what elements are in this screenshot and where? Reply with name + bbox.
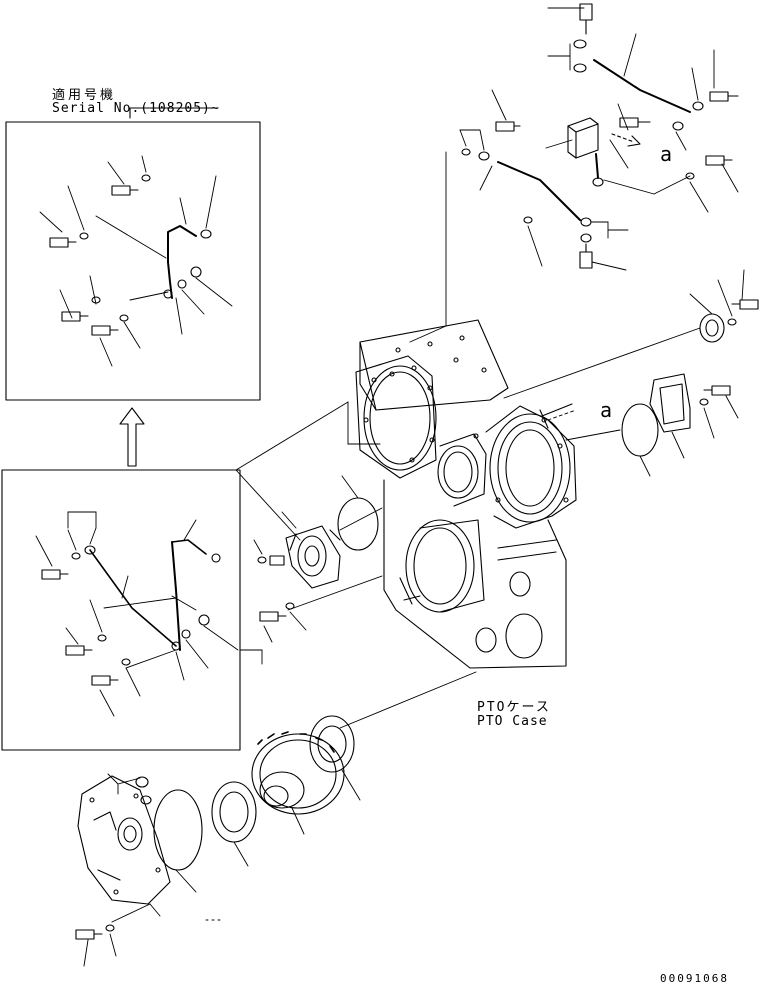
drawing-number: 00091068 — [660, 972, 729, 985]
reference-mark-a-right: a — [600, 398, 614, 422]
pto-case — [356, 320, 576, 668]
reference-mark-a-upper: a — [660, 142, 674, 166]
right-side-parts — [504, 270, 758, 476]
case-bolt-holes — [364, 336, 568, 502]
inset1-bolts — [50, 175, 211, 335]
up-arrow — [120, 408, 144, 466]
serial-label-en: Serial No.(108205)~ — [52, 101, 220, 116]
inset-box-serial — [6, 108, 260, 400]
bottom-parts — [76, 672, 476, 966]
inset-box-lower — [2, 470, 262, 750]
serial-label-jp: 適用号機 — [52, 88, 117, 103]
pto-case-label-en: PTO Case — [477, 714, 548, 729]
gear — [252, 732, 344, 814]
pto-case-label-jp: PTOケース — [477, 700, 551, 715]
upper-tube-assembly — [410, 4, 738, 342]
mid-left-parts — [236, 402, 382, 642]
